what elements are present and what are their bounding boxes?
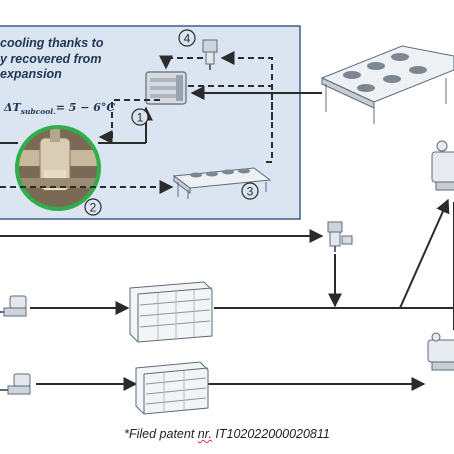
marker-2-label: 2: [90, 201, 97, 215]
evaporator-valve-upper-icon: [0, 295, 27, 317]
footnote-before: *Filed patent: [124, 427, 198, 441]
evaporator-valve-lower-icon: [0, 373, 31, 395]
panel-line-2: y recovered from: [0, 51, 102, 66]
liquid-line-valve-icon: [327, 221, 353, 252]
marker-3-label: 3: [247, 185, 254, 199]
panel-description: cooling thanks to y recovered from expan…: [0, 36, 150, 83]
subcooling-delta-formula: ΔTsubcool.= 5 − 6°C: [4, 101, 115, 116]
marker-1: 1: [131, 108, 149, 126]
pipeline-arrows: [0, 198, 454, 391]
heat-exchanger-icon: [145, 71, 187, 105]
delta-subscript: subcool.: [20, 107, 56, 116]
delta-prefix: ΔT: [4, 101, 21, 114]
display-case-upper-icon: [129, 281, 213, 343]
marker-4: 4: [178, 29, 196, 47]
compressor-lower-icon: [427, 332, 454, 371]
display-case-lower-icon: [135, 361, 209, 415]
footnote-abbrev: nr.: [197, 427, 212, 441]
small-gas-cooler-icon: [172, 167, 272, 199]
compressor-upper-icon: [431, 140, 454, 191]
delta-value: = 5 − 6°C: [55, 101, 116, 114]
panel-line-3: expansion: [0, 67, 62, 81]
marker-2: 2: [84, 198, 102, 216]
panel-line-1: cooling thanks to: [0, 36, 104, 50]
footnote-after: IT102022000020811: [211, 427, 330, 441]
marker-4-label: 4: [184, 32, 191, 46]
expansion-valve-icon: [202, 39, 218, 70]
large-gas-cooler-icon: [320, 45, 454, 124]
patent-footnote: *Filed patent nr. IT102022000020811: [0, 427, 454, 441]
marker-3: 3: [241, 182, 259, 200]
marker-1-label: 1: [137, 111, 144, 125]
panel-flow-arrows: [0, 51, 322, 194]
component-photo: [15, 125, 101, 211]
